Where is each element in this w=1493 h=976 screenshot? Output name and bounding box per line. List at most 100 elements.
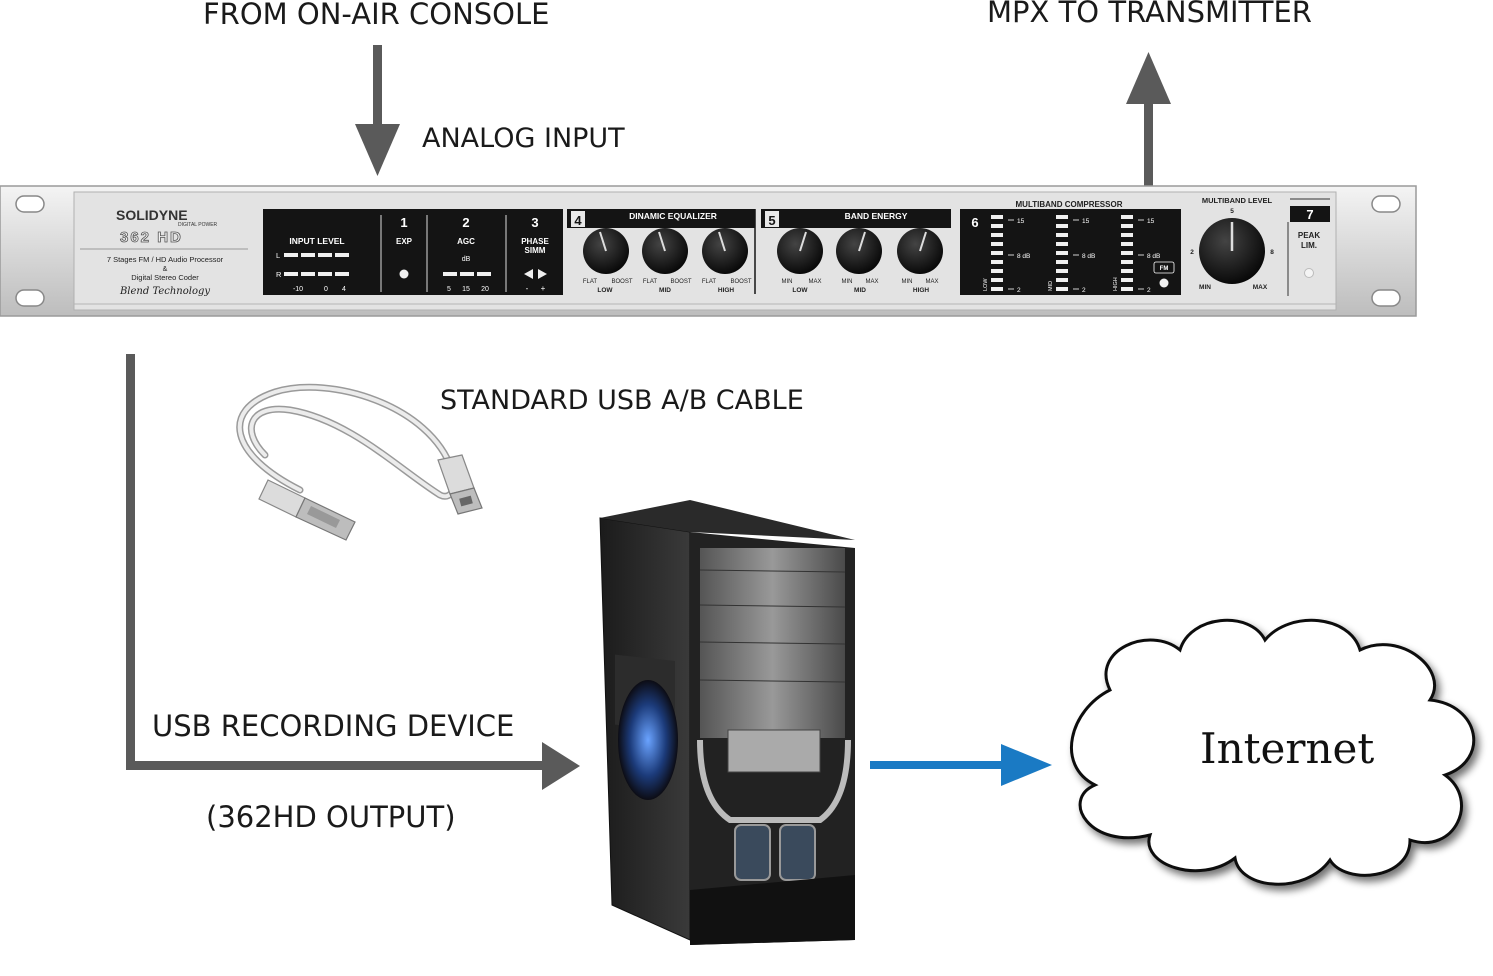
stage2-name: AGC [457,237,475,246]
comp-low-8db: 8 dB [1017,253,1030,260]
comp-low-label: LOW [983,278,989,291]
energy-knob-high [897,228,943,274]
usb-recording-label: USB RECORDING DEVICE [152,709,515,743]
energy-mid-max: MAX [865,279,878,285]
energy-mid-label: MID [854,287,866,294]
energy-knob-low [777,228,823,274]
stage7-name2: LIM. [1301,241,1317,250]
stage3-minus: - [526,284,529,293]
stage5-title: BAND ENERGY [845,211,908,221]
stage7-number: 7 [1306,207,1313,222]
stage6-title: MULTIBAND COMPRESSOR [1016,200,1123,209]
usb-cable-label: STANDARD USB A/B CABLE [440,385,804,416]
front-panel-left [734,824,771,881]
stage4-header [567,209,755,228]
mb-max: MAX [1253,284,1268,291]
brand-logo: SOLIDYNE [116,207,188,223]
scale-0: 0 [324,286,328,293]
scale-m10: -10 [293,286,303,293]
stage5-number: 5 [768,213,775,228]
rack-ear-hole [1371,289,1401,307]
energy-low-label: LOW [792,287,808,294]
agc-meter [443,272,491,276]
stage1-number: 1 [400,215,407,230]
comp-high-8db: 8 dB [1147,253,1160,260]
comp-high-2: 2 [1147,287,1151,294]
phase-right-led [538,269,547,279]
internet-arrow [870,744,1052,786]
eq-knob-high [702,228,748,274]
comp-high-label: HIGH [1113,277,1119,291]
eq-knob-mid [642,228,688,274]
mpx-label: MPX TO TRANSMITTER [987,0,1312,29]
desc-line4: Blend Technology [119,286,210,297]
rack-ear-hole [15,289,45,307]
compressor-meters [991,215,1133,291]
stage3-name2: SIMM [525,246,546,255]
analog-input-arrow [355,45,400,176]
usb-b-plug [437,454,483,515]
mb-level-title: MULTIBAND LEVEL [1202,196,1273,205]
desc-line3: Digital Stereo Coder [131,273,199,282]
model-name: 362 HD [120,229,183,246]
eq-low-flat: FLAT [583,279,598,285]
fan-glow [618,680,678,800]
eq-high-boost: BOOST [730,279,751,285]
energy-knob-mid [836,228,882,274]
fm-led [1159,278,1169,288]
stage3-number: 3 [531,215,538,230]
stage2-scale3: 20 [481,286,489,293]
rack-ear-hole [1371,195,1401,213]
eq-mid-flat: FLAT [643,279,658,285]
desc-line1: 7 Stages FM / HD Audio Processor [107,255,224,264]
phase-left-led [524,269,533,279]
stage2-unit: dB [462,256,471,263]
comp-low-2: 2 [1017,287,1021,294]
scale-4: 4 [342,286,346,293]
ch-r-label: R [276,270,282,279]
ch-l-label: L [276,251,280,260]
mb-2: 2 [1190,249,1194,256]
usb-a-plug [258,479,356,541]
stage2-scale1: 5 [447,286,451,293]
stage7-name1: PEAK [1298,231,1320,240]
mb-5: 5 [1230,208,1234,215]
mb-min: MIN [1199,284,1211,291]
audio-processor-rack: SOLIDYNE DIGITAL POWER 362 HD 7 Stages F… [0,185,1417,317]
usb-output-arrow [126,354,580,790]
internet-label: Internet [1200,724,1375,773]
energy-low-min: MIN [782,279,793,285]
eq-mid-label: MID [659,287,671,294]
stage2-scale2: 15 [462,286,470,293]
peak-led [1304,268,1314,278]
analog-input-label: ANALOG INPUT [422,123,625,154]
energy-high-label: HIGH [913,287,930,294]
output-label: (362HD OUTPUT) [206,800,456,834]
brand-sub: DIGITAL POWER [178,222,218,228]
comp-mid-label: MID [1048,281,1054,291]
energy-low-max: MAX [808,279,821,285]
eq-knob-low [583,228,629,274]
input-level-title: INPUT LEVEL [289,236,344,246]
comp-mid-8db: 8 dB [1082,253,1095,260]
rack-ear-hole [15,195,45,213]
stage7-header [1290,206,1330,222]
stage6-number: 6 [971,215,978,230]
mb-level-knob [1199,218,1265,284]
stage4-title: DINAMIC EQUALIZER [629,211,717,221]
comp-mid-2: 2 [1082,287,1086,294]
front-panel-right [779,824,816,881]
mb-8: 8 [1270,249,1274,256]
energy-high-max: MAX [925,279,938,285]
energy-high-min: MIN [902,279,913,285]
stage5-header [761,209,951,228]
energy-mid-min: MIN [842,279,853,285]
comp-low-15: 15 [1017,218,1025,225]
panel-input-stages [263,209,563,295]
desc-line2: & [163,266,168,273]
console-label: FROM ON-AIR CONSOLE [203,0,550,31]
stage4-number: 4 [574,213,582,228]
